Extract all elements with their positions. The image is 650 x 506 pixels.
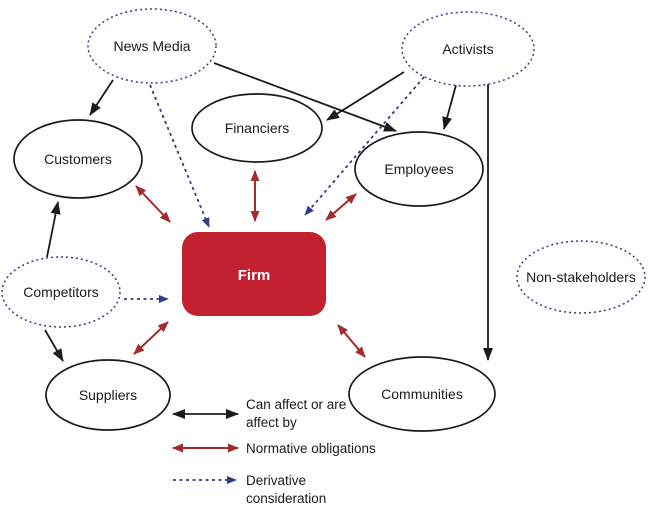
node-activists: Activists <box>401 11 535 87</box>
node-news-media: News Media <box>87 8 217 84</box>
non-stakeholders-ellipse <box>516 240 646 314</box>
legend-normative-label: Normative obligations <box>246 441 376 456</box>
arrow-firm-customers <box>135 185 171 223</box>
node-competitors: Competitors <box>1 256 121 328</box>
suppliers-ellipse <box>45 359 171 431</box>
news-media-label: News Media <box>113 38 190 54</box>
node-financiers: Financiers <box>191 93 323 163</box>
suppliers-label: Suppliers <box>79 387 137 403</box>
communities-ellipse <box>348 356 496 432</box>
arrow-activists-to-employees <box>442 84 457 130</box>
node-non-stakeholders: Non-stakeholders <box>516 240 646 314</box>
node-suppliers: Suppliers <box>45 359 171 431</box>
arrow-competitors-to-customers <box>46 201 61 258</box>
arrow-firm-communities <box>337 324 366 358</box>
non-stakeholders-label: Non-stakeholders <box>526 269 636 285</box>
legend-can-affect-line2: affect by <box>246 415 297 430</box>
legend: Can affect or are affect by Normative ob… <box>172 397 376 506</box>
competitors-label: Competitors <box>23 284 98 300</box>
employees-label: Employees <box>384 161 453 177</box>
legend-derivative-line1: Derivative <box>246 473 306 488</box>
legend-can-affect-line1: Can affect or are <box>246 397 346 412</box>
arrow-news-media-to-employees <box>213 62 397 132</box>
arrow-competitors-to-suppliers <box>44 329 64 362</box>
node-employees: Employees <box>354 131 484 207</box>
node-firm: Firm <box>182 232 326 316</box>
news-media-ellipse <box>87 8 217 84</box>
activists-ellipse <box>401 11 535 87</box>
financiers-label: Financiers <box>225 120 290 136</box>
financiers-ellipse <box>191 93 323 163</box>
firm-rect <box>182 232 326 316</box>
employees-ellipse <box>354 131 484 207</box>
legend-derivative-line2: consideration <box>246 491 326 506</box>
competitors-ellipse <box>1 256 121 328</box>
node-communities: Communities <box>348 356 496 432</box>
arrow-firm-suppliers <box>133 321 169 355</box>
customers-ellipse <box>13 119 143 199</box>
firm-label: Firm <box>238 267 271 284</box>
arrow-news-media-to-customers <box>89 79 114 116</box>
arrow-activists-to-firm <box>304 76 425 216</box>
edges <box>44 62 493 362</box>
activists-label: Activists <box>442 41 493 57</box>
arrow-activists-to-financiers <box>326 71 405 121</box>
node-customers: Customers <box>13 119 143 199</box>
arrow-news-media-to-firm <box>149 84 210 228</box>
customers-label: Customers <box>44 151 112 167</box>
arrow-firm-employees <box>325 193 357 221</box>
communities-label: Communities <box>381 386 463 402</box>
